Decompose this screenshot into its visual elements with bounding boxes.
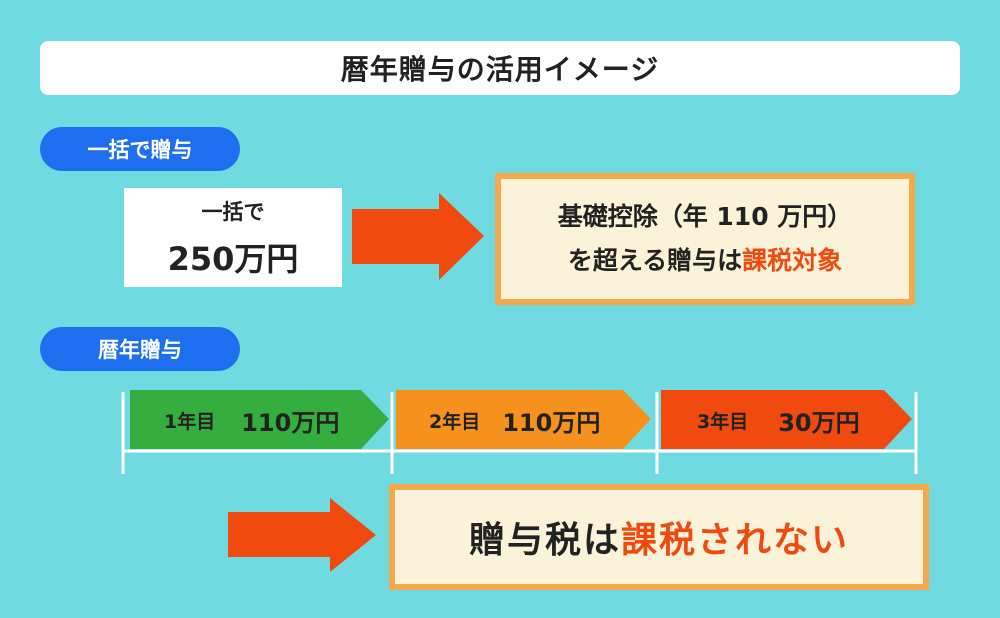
year-amount: 110万円 bbox=[241, 408, 340, 437]
year-3-arrow bbox=[661, 390, 912, 449]
lump-sum-result-box: 基礎控除（年 110 万円） を超える贈与は課税対象 bbox=[495, 173, 915, 305]
annual-result-emphasis: 課税されない bbox=[621, 520, 850, 561]
arrow-right-icon bbox=[352, 193, 484, 280]
result-line2-prefix: を超える贈与は bbox=[567, 246, 743, 275]
year-amount: 30万円 bbox=[778, 408, 860, 437]
year-1-text: 1年目 110万円 bbox=[164, 400, 339, 440]
year-label: 2年目 bbox=[429, 410, 481, 433]
result-line1: 基礎控除（年 110 万円） bbox=[557, 202, 853, 231]
annual-gift-tag: 暦年贈与 bbox=[40, 327, 240, 371]
year-amount: 110万円 bbox=[502, 408, 601, 437]
year-label: 3年目 bbox=[697, 410, 749, 433]
year-2-text: 2年目 110万円 bbox=[429, 400, 600, 440]
arrow-right-icon bbox=[228, 498, 376, 572]
page-title: 暦年贈与の活用イメージ bbox=[40, 41, 960, 95]
result-emphasis: 課税対象 bbox=[742, 246, 843, 275]
lump-sum-box: 一括で 250万円 bbox=[124, 188, 342, 287]
lump-sum-line1: 一括で bbox=[201, 199, 265, 224]
year-2-arrow bbox=[396, 390, 651, 449]
result-line2: を超える贈与は課税対象 bbox=[568, 239, 842, 283]
year-label: 1年目 bbox=[164, 410, 216, 433]
lump-sum-tag: 一括で贈与 bbox=[40, 127, 240, 171]
lump-sum-amount: 250万円 bbox=[167, 239, 299, 278]
timeline bbox=[121, 392, 918, 474]
annual-result-prefix: 贈与税は bbox=[468, 520, 621, 561]
year-3-text: 3年目 30万円 bbox=[697, 400, 860, 440]
annual-result-box: 贈与税は課税されない bbox=[389, 484, 929, 590]
year-1-arrow bbox=[130, 390, 389, 449]
